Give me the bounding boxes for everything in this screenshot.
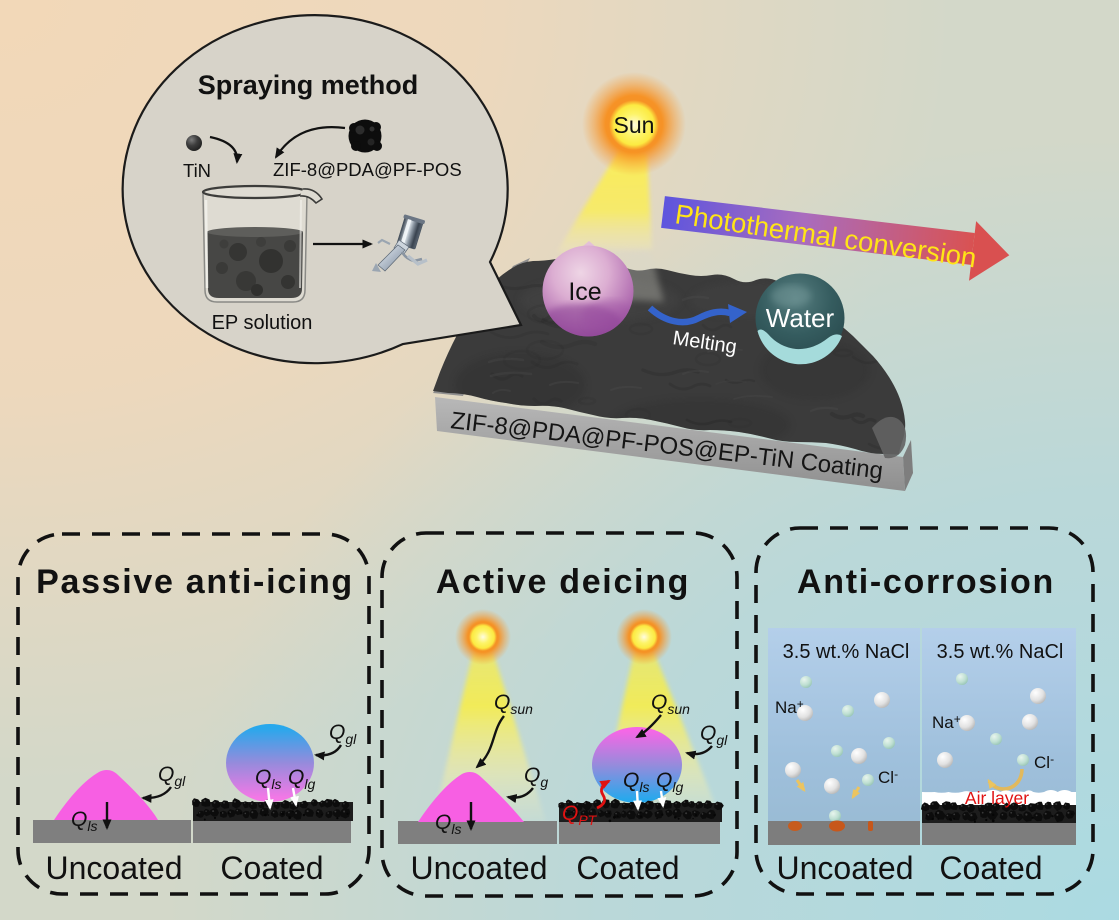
svg-text:Ice: Ice	[568, 278, 601, 306]
svg-text:3.5 wt.% NaCl: 3.5 wt.% NaCl	[783, 641, 910, 663]
svg-text:Uncoated: Uncoated	[777, 850, 914, 886]
svg-text:Passive anti-icing: Passive anti-icing	[36, 563, 354, 601]
svg-text:Na+: Na+	[932, 712, 961, 732]
svg-text:Coated: Coated	[939, 850, 1042, 886]
svg-text:Cl-: Cl-	[878, 767, 898, 787]
svg-text:Coated: Coated	[220, 850, 323, 886]
svg-text:Active deicing: Active deicing	[436, 563, 690, 601]
svg-text:Air layer: Air layer	[965, 788, 1029, 808]
svg-text:Spraying method: Spraying method	[198, 70, 419, 100]
svg-text:ZIF-8@PDA@PF-POS: ZIF-8@PDA@PF-POS	[273, 159, 462, 180]
svg-text:Sun: Sun	[614, 112, 655, 138]
svg-text:Na+: Na+	[775, 697, 804, 717]
svg-text:Water: Water	[766, 303, 835, 333]
svg-text:3.5 wt.% NaCl: 3.5 wt.% NaCl	[937, 641, 1064, 663]
svg-text:TiN: TiN	[183, 160, 211, 181]
svg-text:EP solution: EP solution	[212, 312, 313, 334]
svg-text:Cl-: Cl-	[1034, 752, 1054, 772]
svg-text:Uncoated: Uncoated	[411, 850, 548, 886]
svg-text:Anti-corrosion: Anti-corrosion	[797, 563, 1055, 601]
svg-text:Coated: Coated	[576, 850, 679, 886]
svg-text:Uncoated: Uncoated	[46, 850, 183, 886]
